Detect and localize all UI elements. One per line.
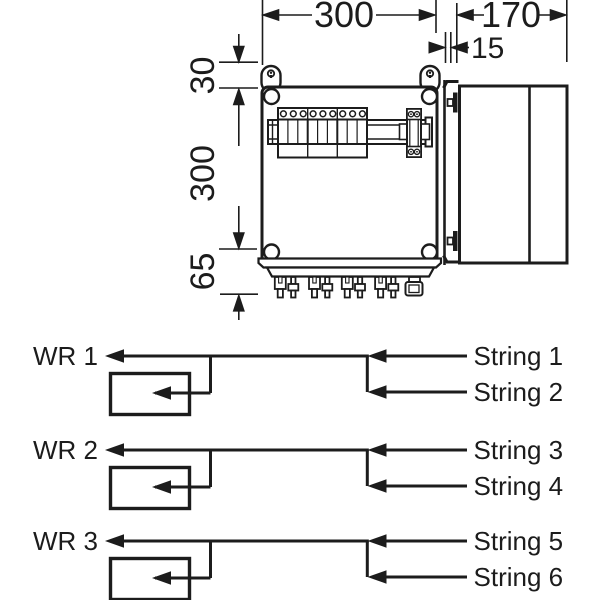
- wr1-label: WR 1: [33, 341, 98, 371]
- arrowhead: [368, 349, 387, 363]
- string3-label: String 3: [474, 435, 564, 465]
- arrowhead: [106, 349, 124, 363]
- mc4-socket-icon: [308, 276, 321, 299]
- string5-label: String 5: [474, 526, 564, 556]
- mc4-plug-icon: [321, 276, 334, 299]
- gland-plate: [265, 266, 436, 278]
- string-terminal-blocks: [277, 107, 368, 159]
- dim-gland-depth-label: 65: [184, 253, 222, 291]
- string4-label: String 4: [474, 471, 564, 501]
- wiring-schematic: WR 1 String 1 String 2 WR 2: [33, 341, 563, 600]
- string1-label: String 1: [474, 341, 564, 371]
- dimension-lines: [219, 0, 568, 320]
- dim-ear-offset-label: 30: [184, 57, 222, 95]
- dimension-drawing: 300 170 15 30 300 65: [184, 0, 569, 320]
- arrowhead: [153, 386, 171, 400]
- mounting-ear-icon: [260, 64, 282, 94]
- mc4-plug-icon: [354, 276, 366, 299]
- arrowhead: [368, 385, 387, 399]
- wr-group-1: WR 1 String 1 String 2: [33, 341, 564, 417]
- wr-group-3: WR 3 String 5 String 6: [33, 526, 563, 600]
- lid-flange: [257, 257, 443, 269]
- arrowhead: [368, 534, 387, 548]
- device-box: [108, 371, 192, 417]
- cable-gland-icon: [404, 276, 424, 297]
- dim-depth-label: 170: [481, 0, 541, 35]
- dim-height-label: 300: [184, 145, 222, 202]
- mc4-socket-icon: [273, 276, 287, 299]
- side-outline: [458, 84, 569, 265]
- string2-label: String 2: [474, 377, 564, 407]
- arrowhead: [106, 534, 124, 548]
- arrowhead: [368, 479, 387, 493]
- mc4-plug-icon: [387, 276, 400, 299]
- pe-terminal: [406, 108, 422, 158]
- wall-bracket-icon: [442, 80, 459, 113]
- string6-label: String 6: [474, 562, 564, 592]
- arrowhead: [153, 480, 171, 494]
- wr-group-2: WR 2 String 3 String 4: [33, 435, 564, 511]
- mc4-plug-icon: [287, 276, 300, 299]
- mc4-socket-icon: [340, 276, 354, 299]
- wall-bracket-icon: [442, 231, 459, 264]
- terminal-screws: [279, 110, 367, 118]
- side-view: [442, 80, 569, 265]
- front-view: [257, 64, 443, 299]
- arrowhead: [106, 443, 124, 457]
- arrowhead: [368, 570, 387, 584]
- arrowhead: [153, 571, 171, 585]
- device-box: [108, 465, 192, 511]
- dim-width-label: 300: [314, 0, 374, 35]
- corner-screw-bosses: [262, 87, 439, 261]
- mc4-connectors: [273, 276, 400, 299]
- arrowhead: [368, 443, 387, 457]
- mc4-socket-icon: [374, 276, 388, 299]
- dim-wall-offset-label: 15: [471, 32, 504, 65]
- wr3-label: WR 3: [33, 526, 98, 556]
- wr2-label: WR 2: [33, 435, 98, 465]
- dimension-labels: 300 170 15 30 300 65: [184, 0, 541, 290]
